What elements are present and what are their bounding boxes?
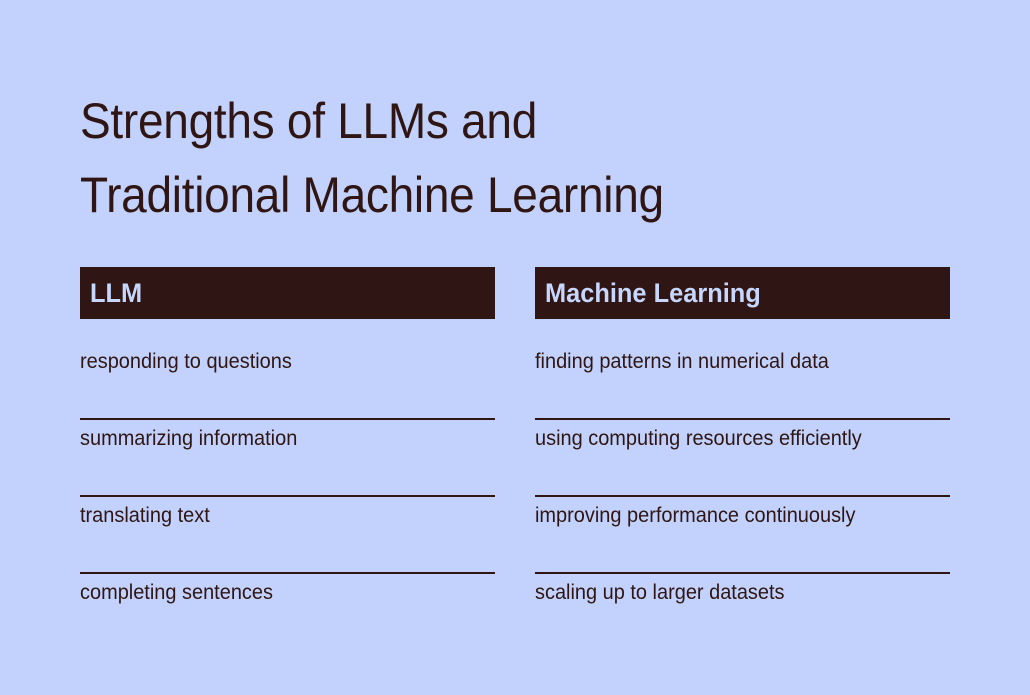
list-item-label: translating text (80, 504, 210, 527)
list-item-label: summarizing information (80, 427, 298, 450)
list-item-label: finding patterns in numerical data (535, 350, 829, 373)
list-item-label: responding to questions (80, 350, 292, 373)
list-item-label: scaling up to larger datasets (535, 581, 785, 604)
column-llm: LLM responding to questions summarizing … (80, 267, 495, 651)
list-item: responding to questions (80, 343, 495, 420)
column-header-label: Machine Learning (545, 277, 761, 308)
list-item: using computing resources efficiently (535, 420, 950, 497)
list-item-label: improving performance continuously (535, 504, 856, 527)
list-item: translating text (80, 497, 495, 574)
list-item-label: using computing resources efficiently (535, 427, 862, 450)
list-item: improving performance continuously (535, 497, 950, 574)
column-header-llm: LLM (80, 267, 495, 319)
page-title: Strengths of LLMs and Traditional Machin… (80, 93, 664, 223)
comparison-columns: LLM responding to questions summarizing … (80, 267, 950, 651)
list-item: finding patterns in numerical data (535, 343, 950, 420)
column-list-llm: responding to questions summarizing info… (80, 343, 495, 651)
list-item-label: completing sentences (80, 581, 273, 604)
list-item: scaling up to larger datasets (535, 574, 950, 651)
column-header-label: LLM (90, 277, 143, 308)
column-list-machine-learning: finding patterns in numerical data using… (535, 343, 950, 651)
list-item: summarizing information (80, 420, 495, 497)
column-header-machine-learning: Machine Learning (535, 267, 950, 319)
list-item: completing sentences (80, 574, 495, 651)
column-machine-learning: Machine Learning finding patterns in num… (535, 267, 950, 651)
